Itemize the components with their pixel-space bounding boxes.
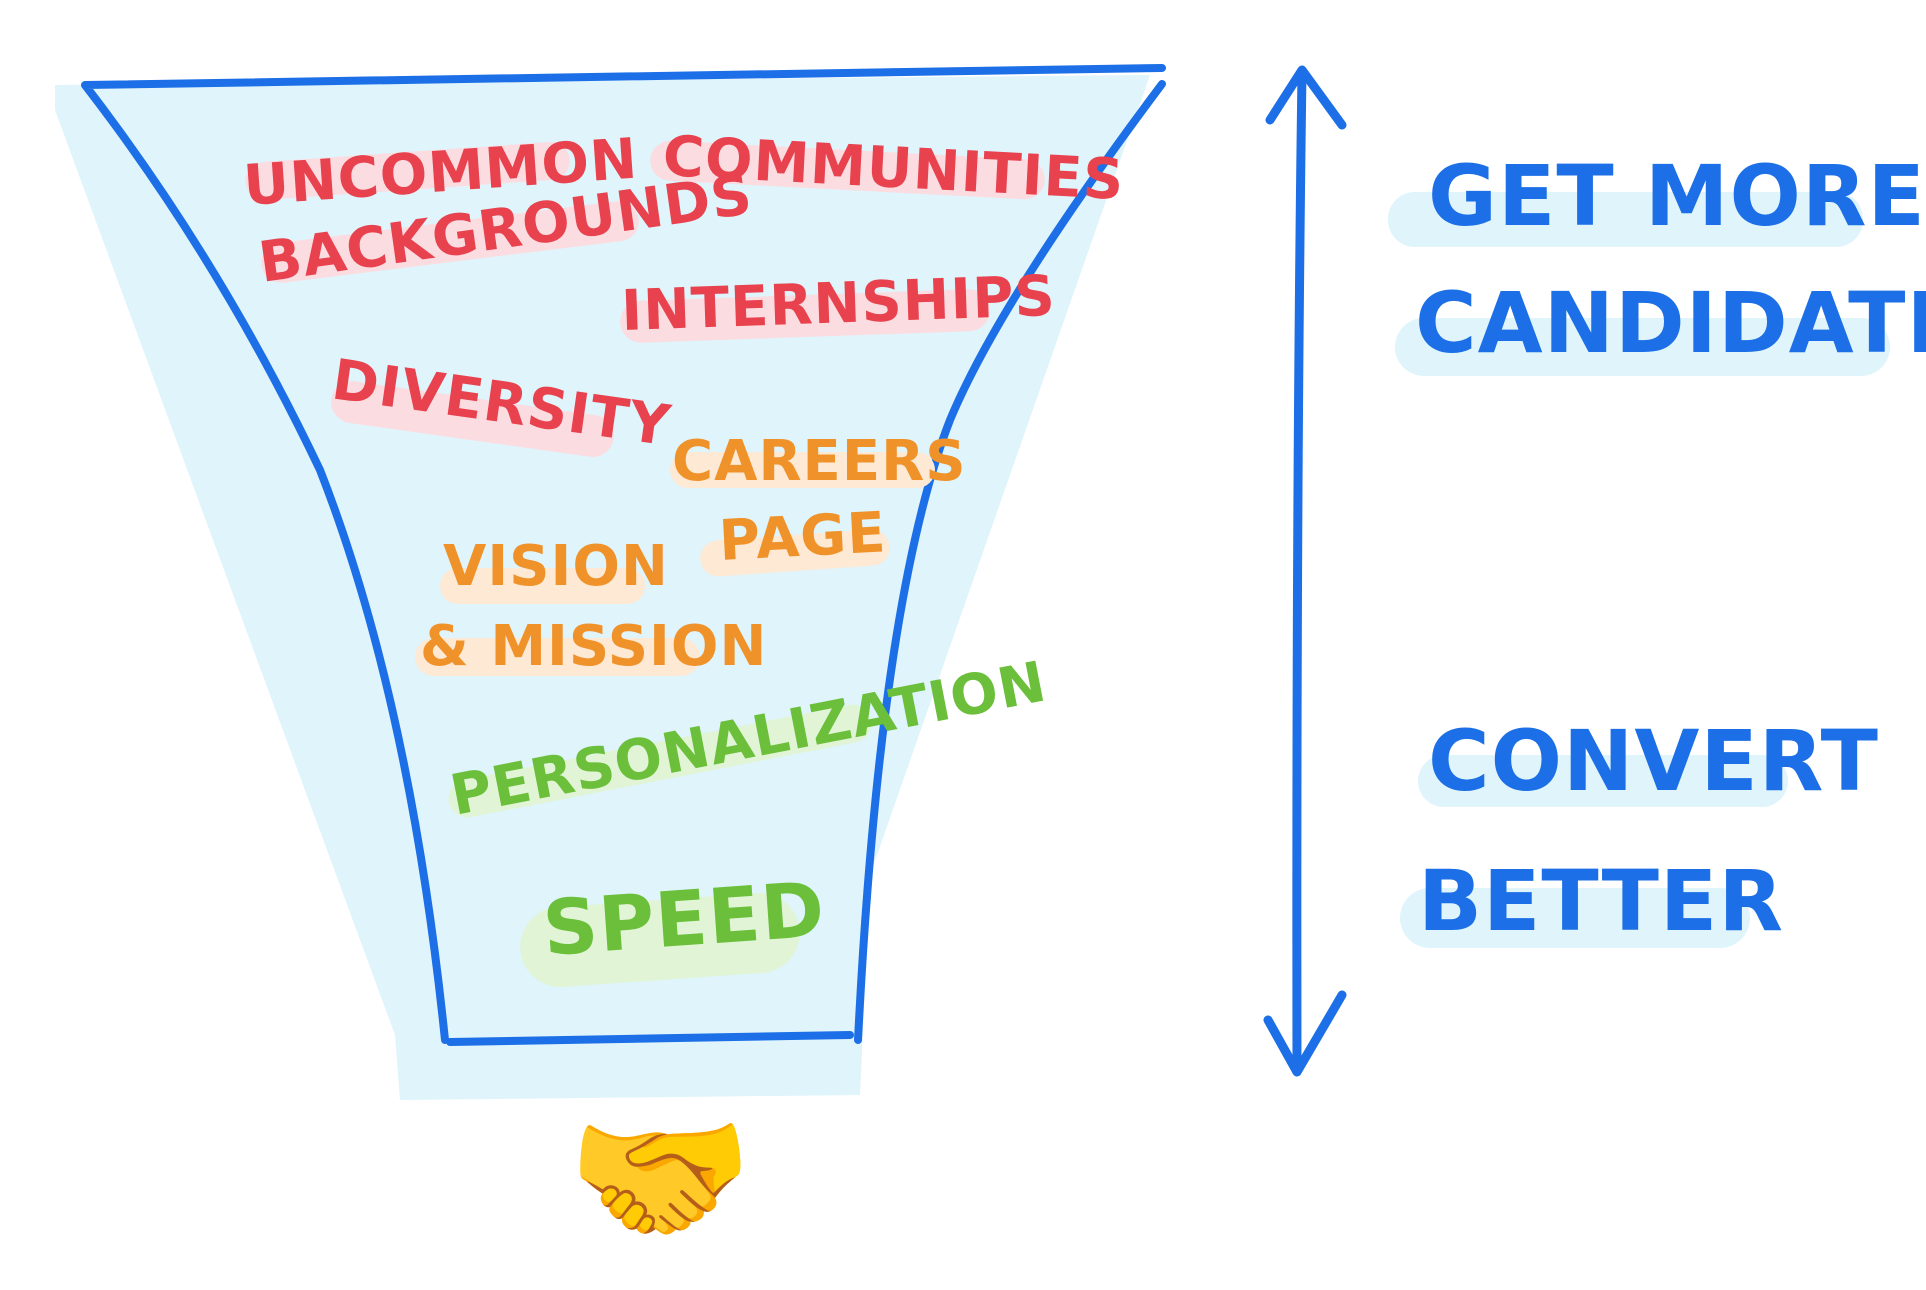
double-headed-arrow-icon <box>1263 65 1347 1077</box>
handshake-icon: 🤝 <box>567 1092 754 1266</box>
label-mission: & MISSION <box>420 614 767 679</box>
label-page: PAGE <box>717 500 888 574</box>
label-careers: CAREERS <box>672 429 967 494</box>
caption-get-more: GET MORE <box>1428 147 1926 245</box>
caption-highlights <box>1388 192 1890 948</box>
label-internships: INTERNSHIPS <box>620 264 1057 344</box>
label-speed: SPEED <box>540 864 828 972</box>
funnel-outline <box>81 64 1166 1046</box>
label-highlights <box>245 140 1045 987</box>
caption-candidates: CANDIDATES <box>1415 274 1926 372</box>
label-vision: VISION <box>443 534 669 599</box>
caption-convert: CONVERT <box>1428 712 1879 810</box>
caption-better: BETTER <box>1418 852 1784 950</box>
